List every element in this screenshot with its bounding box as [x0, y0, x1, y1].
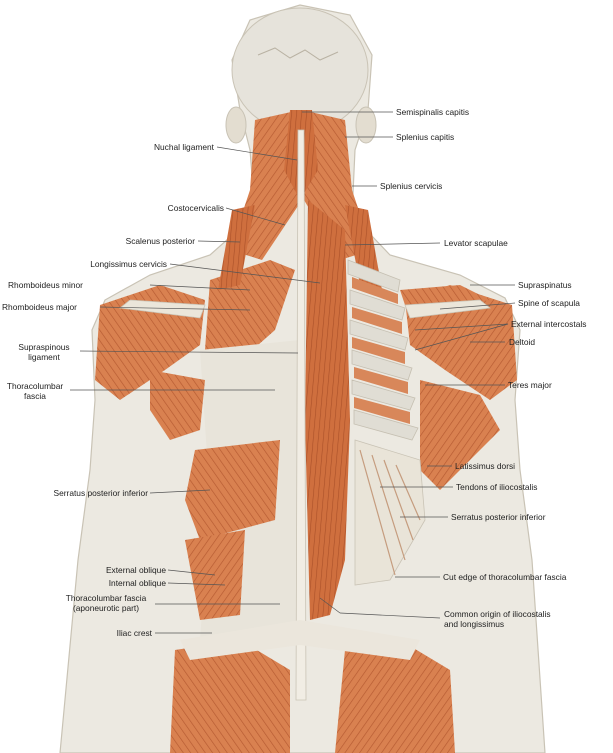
gluteal-right [335, 640, 455, 753]
label-supraspinatus: Supraspinatus [518, 280, 572, 290]
skull-suture [257, 47, 339, 61]
label-iliac-crest: Iliac crest [116, 628, 152, 638]
label-thoracolumbar-fascia: Thoracolumbar fascia [2, 381, 68, 401]
label-supraspinous-ligament-line2: ligament [28, 352, 60, 362]
leader-lines [70, 111, 516, 634]
label-thoracolumbar-fascia-line2: fascia [24, 391, 46, 401]
label-tendons-of-iliocostalis: Tendons of iliocostalis [456, 482, 538, 492]
label-supraspinous-ligament: Supraspinous ligament [10, 342, 78, 362]
label-thoracolumbar-fascia-aponeurotic-line1: Thoracolumbar fascia [65, 593, 147, 603]
iliac-region [180, 620, 420, 660]
label-deltoid: Deltoid [509, 337, 536, 347]
label-splenius-capitis: Splenius capitis [396, 132, 455, 142]
label-common-origin-line2: and longissimus [444, 619, 505, 629]
label-levator-scapulae: Levator scapulae [444, 238, 508, 248]
label-rhomboideus-major: Rhomboideus major [2, 302, 77, 312]
tendon-strips [359, 449, 421, 576]
label-external-intercostals: External intercostals [511, 319, 587, 329]
intercostal-muscles-right [352, 277, 410, 424]
scapula-spine-right [404, 299, 491, 319]
label-teres-major: Teres major [508, 380, 552, 390]
spine [295, 129, 307, 701]
label-semispinalis-capitis: Semispinalis capitis [396, 107, 470, 117]
label-internal-oblique: Internal oblique [108, 578, 166, 588]
label-rhomboideus-minor: Rhomboideus minor [8, 280, 83, 290]
label-common-origin-line1: Common origin of iliocostalis [444, 609, 551, 619]
label-external-oblique: External oblique [105, 565, 166, 575]
erector-spinae [305, 200, 350, 620]
label-thoracolumbar-fascia-line1: Thoracolumbar [6, 381, 64, 391]
intercostals-right [347, 259, 419, 441]
label-common-origin: Common origin of iliocostalis and longis… [444, 609, 551, 629]
label-nuchal-ligament: Nuchal ligament [153, 142, 214, 152]
label-serratus-posterior-inferior-right: Serratus posterior inferior [451, 512, 546, 522]
gluteal-left [170, 640, 290, 753]
levator-scapulae-right [345, 205, 382, 290]
label-splenius-cervicis: Splenius cervicis [380, 181, 443, 191]
label-serratus-posterior-inferior-left: Serratus posterior inferior [53, 488, 149, 498]
scapula-spine-left [119, 299, 206, 319]
label-costocervicalis: Costocervicalis [167, 203, 224, 213]
label-thoracolumbar-fascia-aponeurotic-line2: (aponeurotic part) [72, 603, 140, 613]
label-thoracolumbar-fascia-aponeurotic: Thoracolumbar fascia (aponeurotic part) [60, 593, 152, 613]
label-supraspinous-ligament-line1: Supraspinous [18, 342, 70, 352]
label-latissimus-dorsi: Latissimus dorsi [455, 461, 516, 471]
label-longissimus-cervicis: Longissimus cervicis [90, 259, 167, 269]
latissimus-dorsi-right [420, 380, 500, 490]
left-ear [225, 106, 247, 144]
label-cut-edge-thoracolumbar-fascia: Cut edge of thoracolumbar fascia [443, 572, 567, 582]
teres-major-left [150, 370, 205, 440]
levator-scapulae-left [218, 205, 255, 290]
serratus-left [185, 440, 280, 540]
label-scalenus-posterior: Scalenus posterior [125, 236, 195, 246]
label-spine-of-scapula: Spine of scapula [518, 298, 580, 308]
right-ear [355, 106, 377, 144]
